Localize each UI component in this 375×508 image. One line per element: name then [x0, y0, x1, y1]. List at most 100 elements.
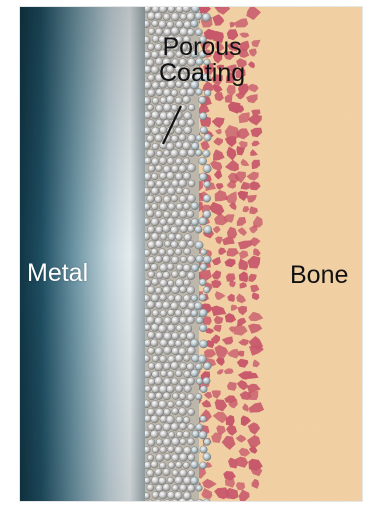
coating-bead — [163, 392, 171, 400]
coating-bead — [151, 339, 159, 347]
coating-bead — [155, 256, 162, 263]
coating-bead — [180, 333, 187, 340]
coating-bead — [187, 119, 194, 126]
coating-bead — [179, 423, 186, 430]
coating-bead — [159, 477, 167, 485]
coating-bead — [147, 43, 154, 50]
coating-bead — [179, 271, 186, 278]
coating-bead — [159, 356, 166, 363]
coating-bead — [179, 119, 186, 126]
coating-bead — [188, 134, 196, 142]
coating-bead — [187, 255, 195, 263]
coating-bead — [187, 13, 195, 21]
coating-bead — [159, 264, 167, 272]
coating-bead — [172, 438, 180, 446]
coating-bead — [151, 66, 159, 74]
coating-bead — [184, 126, 192, 134]
coating-bead — [147, 226, 154, 233]
coating-bead — [168, 6, 175, 13]
coating-bead — [179, 316, 187, 324]
coating-bead — [151, 51, 159, 59]
coating-bead — [191, 218, 198, 225]
coating-bead — [167, 187, 175, 195]
coating-bead — [196, 393, 203, 400]
coating-bead — [171, 286, 179, 294]
coating-bead — [188, 409, 195, 416]
coating-bead — [175, 310, 182, 317]
coating-bead — [176, 325, 183, 332]
coating-bead — [171, 135, 178, 142]
coating-bead — [164, 378, 172, 386]
coating-bead — [191, 20, 198, 27]
coating-bead — [159, 126, 166, 133]
coating-bead — [204, 439, 211, 446]
coating-bead — [154, 12, 162, 20]
coating-bead — [183, 96, 191, 104]
coating-bead — [187, 347, 195, 355]
coating-bead — [163, 119, 170, 126]
coating-bead — [184, 385, 192, 393]
coating-bead — [187, 149, 195, 157]
coating-bead — [160, 310, 167, 317]
coating-bead — [171, 104, 178, 111]
coating-bead — [147, 195, 155, 203]
coating-bead — [151, 415, 159, 423]
coating-bead — [155, 196, 162, 203]
coating-bead — [156, 180, 163, 187]
coating-bead — [168, 233, 175, 240]
coating-bead — [176, 431, 183, 438]
coating-bead — [148, 89, 156, 97]
coating-bead — [163, 103, 171, 111]
coating-bead — [200, 249, 207, 256]
coating-bead — [167, 218, 175, 226]
coating-bead — [159, 6, 167, 13]
coating-bead — [187, 88, 195, 96]
coating-bead — [184, 309, 192, 317]
coating-bead — [147, 210, 155, 218]
coating-bead — [183, 417, 190, 424]
coating-bead — [154, 377, 162, 385]
bone-label: Bone — [290, 262, 348, 288]
bone-pore — [248, 391, 258, 400]
coating-bead — [179, 469, 187, 477]
coating-bead — [168, 446, 175, 453]
coating-bead — [151, 158, 159, 166]
coating-bead — [190, 339, 198, 347]
coating-bead — [164, 409, 171, 416]
coating-bead — [163, 363, 171, 371]
coating-bead — [171, 378, 178, 385]
coating-bead — [168, 432, 175, 439]
coating-bead — [152, 20, 159, 27]
coating-bead — [176, 6, 184, 13]
coating-bead — [171, 256, 179, 264]
coating-bead — [151, 203, 158, 210]
coating-bead — [148, 257, 155, 264]
porous-coating-label-line2: Coating — [159, 60, 245, 86]
coating-bead — [175, 370, 182, 377]
coating-bead — [187, 194, 195, 202]
coating-bead — [155, 211, 162, 218]
coating-bead — [147, 104, 154, 111]
coating-bead — [183, 279, 190, 286]
coating-bead — [172, 485, 179, 492]
implant-interface-diagram: Metal Porous Coating Bone — [19, 6, 363, 502]
coating-bead — [203, 150, 211, 158]
coating-bead — [148, 363, 155, 370]
coating-bead — [168, 203, 175, 210]
coating-bead — [171, 362, 179, 370]
coating-bead — [151, 248, 158, 255]
coating-bead — [191, 447, 198, 454]
coating-bead — [187, 210, 194, 217]
coating-bead — [155, 424, 162, 431]
coating-bead — [187, 363, 195, 371]
coating-bead — [166, 95, 174, 103]
coating-bead — [196, 424, 203, 431]
coating-bead — [200, 446, 207, 453]
coating-bead — [179, 179, 187, 187]
coating-bead — [152, 310, 159, 317]
coating-bead — [172, 454, 180, 462]
coating-bead — [156, 89, 163, 96]
coating-bead — [187, 241, 194, 248]
coating-bead — [150, 430, 158, 438]
coating-bead — [172, 271, 179, 278]
